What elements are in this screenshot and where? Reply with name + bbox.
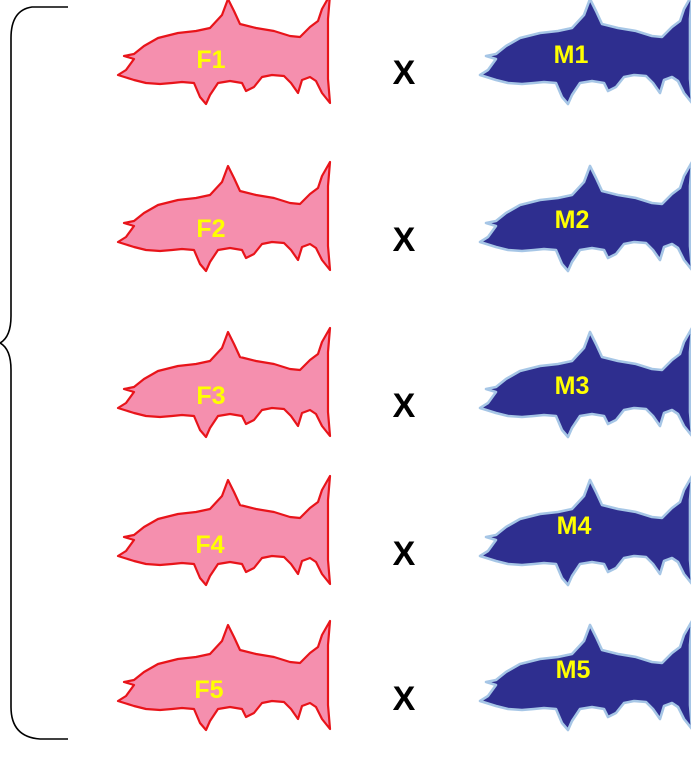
male-fish: M1	[478, 0, 691, 106]
female-fish-label: F1	[196, 46, 225, 74]
female-fish: F3	[116, 326, 332, 439]
male-fish-label: M5	[556, 656, 591, 684]
pair-row: F4 X M4	[116, 474, 691, 587]
female-fish: F1	[116, 0, 332, 106]
female-fish: F2	[116, 160, 332, 273]
female-fish-icon	[116, 619, 332, 732]
pair-row: F5 X M5	[116, 619, 691, 732]
female-fish-label: F4	[195, 531, 224, 559]
male-fish: M5	[478, 619, 691, 732]
male-fish-label: M3	[555, 372, 590, 400]
pair-row: F2 X M2	[116, 160, 691, 273]
male-fish-label: M1	[554, 41, 589, 69]
cross-symbol: X	[393, 680, 416, 718]
female-fish: F5	[116, 619, 332, 732]
cross-symbol: X	[393, 535, 416, 573]
female-fish-label: F3	[196, 382, 225, 410]
female-fish-label: F5	[194, 676, 223, 704]
male-fish: M3	[478, 326, 691, 439]
pair-row: F1 X M1	[116, 0, 691, 106]
female-fish-label: F2	[196, 215, 225, 243]
cross-symbol: X	[393, 387, 416, 425]
male-fish: M2	[478, 160, 691, 273]
left-bracket-brace	[0, 6, 68, 740]
cross-symbol: X	[393, 54, 416, 92]
male-fish: M4	[478, 474, 691, 587]
pair-row: F3 X M3	[116, 326, 691, 439]
male-fish-label: M4	[557, 512, 592, 540]
male-fish-label: M2	[555, 206, 590, 234]
female-fish: F4	[116, 474, 332, 587]
cross-symbol: X	[393, 221, 416, 259]
